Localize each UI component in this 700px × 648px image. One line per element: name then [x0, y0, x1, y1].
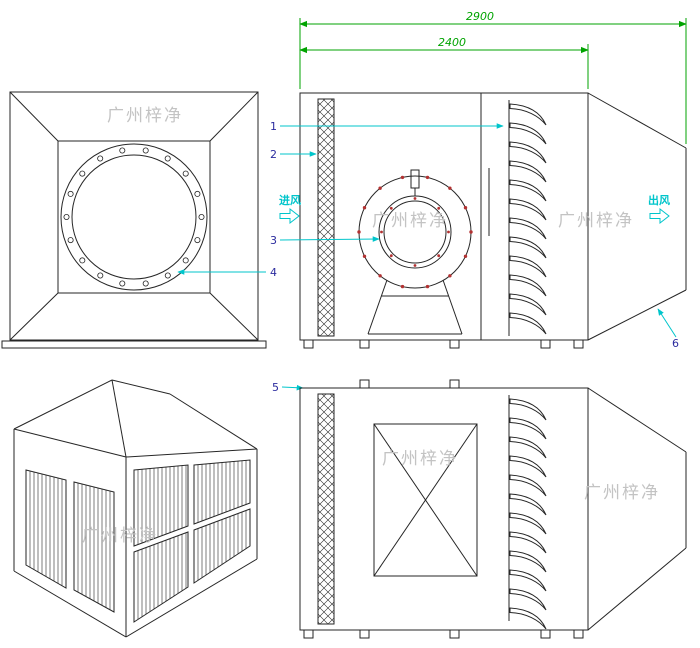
inlet-flow-arrow-icon [279, 207, 300, 225]
watermark-text: 广州梓净 [558, 211, 634, 231]
front-view [1, 91, 267, 349]
iso-roof [13, 379, 258, 458]
callout-label-6: 6 [672, 337, 679, 350]
plan-fan-housing [373, 423, 478, 577]
iso-left-louver-panels [25, 469, 115, 613]
fan-pedestal [367, 279, 463, 335]
dimension-text-overall: 2900 [466, 10, 494, 23]
callout-label-3: 3 [270, 234, 277, 247]
front-outer-frame [9, 91, 259, 341]
callout-label-2: 2 [270, 148, 277, 161]
callouts: 1 2 3 4 5 6 [177, 120, 679, 394]
dimensions: 2900 2400 [299, 10, 687, 144]
fan-assembly [357, 169, 473, 335]
flange-bolt-holes [63, 147, 205, 287]
plan-view-feet [303, 379, 584, 639]
outlet-cone [587, 92, 687, 341]
outlet-flow-label: 出风 [648, 193, 670, 207]
plan-filter-section [317, 393, 335, 625]
dimension-text-inner: 2400 [438, 36, 466, 49]
watermarks: 广州梓净 广州梓净 广州梓净 广州梓净 广州梓净 广州梓净 [82, 106, 660, 546]
plan-view [299, 379, 687, 639]
front-corner-diagonals [9, 91, 259, 341]
watermark-text: 广州梓净 [584, 483, 660, 503]
side-view-feet [303, 339, 584, 349]
isometric-view [13, 379, 258, 638]
front-base-plate [1, 340, 267, 349]
fan-outer-rivets [357, 175, 473, 289]
watermark-text: 广州梓净 [382, 449, 458, 469]
louver-blades [509, 103, 547, 335]
plan-outlet-cone [587, 387, 687, 631]
inlet-flow-label: 进风 [279, 193, 301, 207]
outlet-flow: 出风 [648, 193, 670, 225]
callout-label-4: 4 [270, 266, 277, 279]
inlet-flange-inner-circle [71, 154, 197, 280]
plan-louver-blades [509, 398, 547, 630]
plan-casing [299, 387, 589, 631]
watermark-text: 广州梓净 [372, 211, 448, 231]
fan-top-bracket [410, 169, 420, 189]
callout-label-5: 5 [272, 381, 279, 394]
fan-inner-rivets [380, 197, 450, 267]
outlet-flow-arrow-icon [649, 207, 670, 225]
side-view [299, 92, 687, 349]
fan-inlet-ring-inner [383, 200, 447, 264]
leader-6 [657, 308, 677, 338]
iso-right-louver-panels [133, 459, 251, 623]
leader-3 [279, 236, 380, 242]
iso-walls [13, 429, 258, 638]
front-inner-frame [57, 140, 211, 294]
callout-label-1: 1 [270, 120, 277, 133]
inlet-flow: 进风 [279, 193, 301, 225]
side-casing [299, 92, 589, 341]
inlet-flange-outer-circle [60, 143, 208, 291]
watermark-text: 广州梓净 [82, 526, 158, 546]
filter-section [317, 98, 335, 337]
watermark-text: 广州梓净 [107, 106, 183, 126]
fan-inlet-ring-outer [378, 195, 452, 269]
